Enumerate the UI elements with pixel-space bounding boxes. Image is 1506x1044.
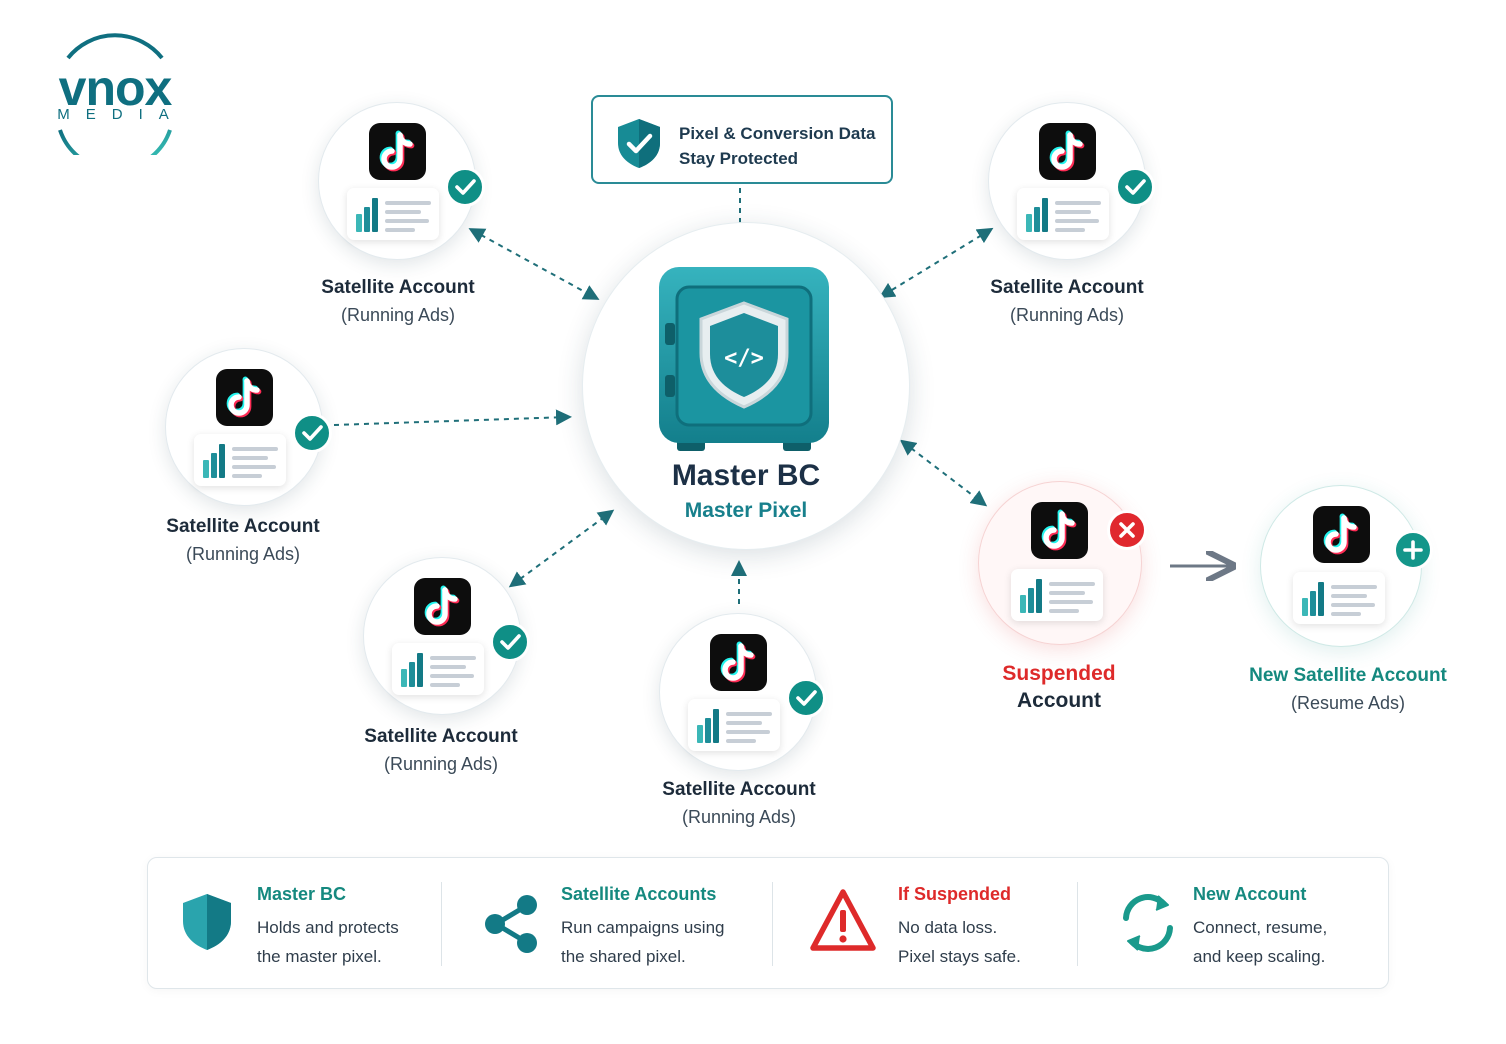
satellite-account-node[interactable] — [363, 557, 530, 715]
legend-title: Satellite Accounts — [561, 884, 717, 904]
analytics-card-icon — [1293, 572, 1385, 624]
new-account-title: New Satellite Account — [1249, 665, 1447, 686]
legend-title: If Suspended — [898, 884, 1012, 904]
legend-divider — [1077, 882, 1078, 966]
analytics-card-icon — [688, 699, 780, 751]
legend-title: New Account — [1193, 884, 1307, 904]
new-account-status: (Resume Ads) — [1290, 693, 1406, 713]
satellite-title: Satellite Account — [364, 726, 518, 747]
check-icon — [490, 622, 530, 662]
satellite-title: Satellite Account — [662, 779, 816, 800]
check-icon — [445, 167, 485, 207]
tiktok-icon — [1039, 123, 1096, 180]
legend-desc-line: and keep scaling. — [1193, 947, 1326, 966]
plus-icon — [1393, 530, 1433, 570]
svg-text:</>: </> — [724, 346, 764, 371]
analytics-card-icon — [194, 434, 286, 486]
analytics-card-icon — [347, 188, 439, 240]
satellite-title: Satellite Account — [990, 277, 1144, 298]
satellite-account-node[interactable] — [318, 102, 485, 260]
master-bc-hub[interactable]: </> Master BC Master Pixel — [582, 222, 910, 550]
master-subtitle: Master Pixel — [684, 499, 808, 522]
analytics-card-icon — [1011, 569, 1103, 621]
analytics-card-icon — [392, 643, 484, 695]
shield-check-icon — [618, 119, 660, 168]
legend-divider — [772, 882, 773, 966]
link-suspended — [899, 439, 988, 507]
legend-panel: Master BC Holds and protects the master … — [147, 857, 1389, 989]
suspended-account-node[interactable] — [978, 481, 1147, 645]
analytics-card-icon — [1017, 188, 1109, 240]
legend-desc-line: Pixel stays safe. — [898, 947, 1021, 966]
legend-desc-line: Run campaigns using — [561, 918, 725, 937]
check-icon — [1115, 167, 1155, 207]
link-mid-left — [333, 409, 572, 426]
refresh-icon — [1123, 894, 1173, 952]
satellite-title: Satellite Account — [166, 516, 320, 537]
legend-title: Master BC — [257, 884, 347, 904]
suspended-title: Suspended — [1002, 662, 1116, 685]
legend-divider — [441, 882, 442, 966]
share-icon — [485, 895, 537, 953]
satellite-title: Satellite Account — [321, 277, 475, 298]
satellite-account-node[interactable] — [165, 348, 332, 506]
brand-logo: vnox MEDIA — [30, 30, 200, 155]
check-icon — [786, 678, 826, 718]
suspended-subtitle: Account — [1017, 689, 1101, 712]
legend-desc-line: Holds and protects — [257, 918, 399, 937]
warning-icon — [810, 889, 876, 951]
satellite-status: (Running Ads) — [1009, 305, 1125, 325]
note-line-2: Stay Protected — [679, 149, 799, 168]
check-icon — [292, 413, 332, 453]
satellite-status: (Running Ads) — [185, 544, 301, 564]
tiktok-icon — [369, 123, 426, 180]
legend-desc-line: Connect, resume, — [1193, 918, 1328, 937]
note-line-1: Pixel & Conversion Data — [679, 124, 876, 143]
tiktok-icon — [710, 634, 767, 691]
satellite-status: (Running Ads) — [681, 807, 797, 827]
legend-desc-line: the master pixel. — [257, 947, 382, 966]
legend-desc-line: the shared pixel. — [561, 947, 686, 966]
tiktok-icon — [216, 369, 273, 426]
master-title: Master BC — [671, 459, 821, 492]
legend-desc-line: No data loss. — [898, 918, 998, 937]
safe-vault-icon: </> — [659, 267, 829, 451]
new-satellite-account-node[interactable] — [1260, 485, 1433, 647]
satellite-account-node[interactable] — [659, 613, 826, 771]
tiktok-icon — [414, 578, 471, 635]
satellite-status: (Running Ads) — [383, 754, 499, 774]
satellite-account-node[interactable] — [988, 102, 1155, 260]
protected-note: Pixel & Conversion Data Stay Protected — [591, 95, 893, 184]
tiktok-icon — [1313, 506, 1370, 563]
shield-icon — [183, 894, 231, 950]
tiktok-icon — [1031, 502, 1088, 559]
brand-name: vnox — [58, 60, 173, 116]
satellite-status: (Running Ads) — [340, 305, 456, 325]
x-icon — [1107, 510, 1147, 550]
brand-sub: MEDIA — [57, 106, 185, 123]
